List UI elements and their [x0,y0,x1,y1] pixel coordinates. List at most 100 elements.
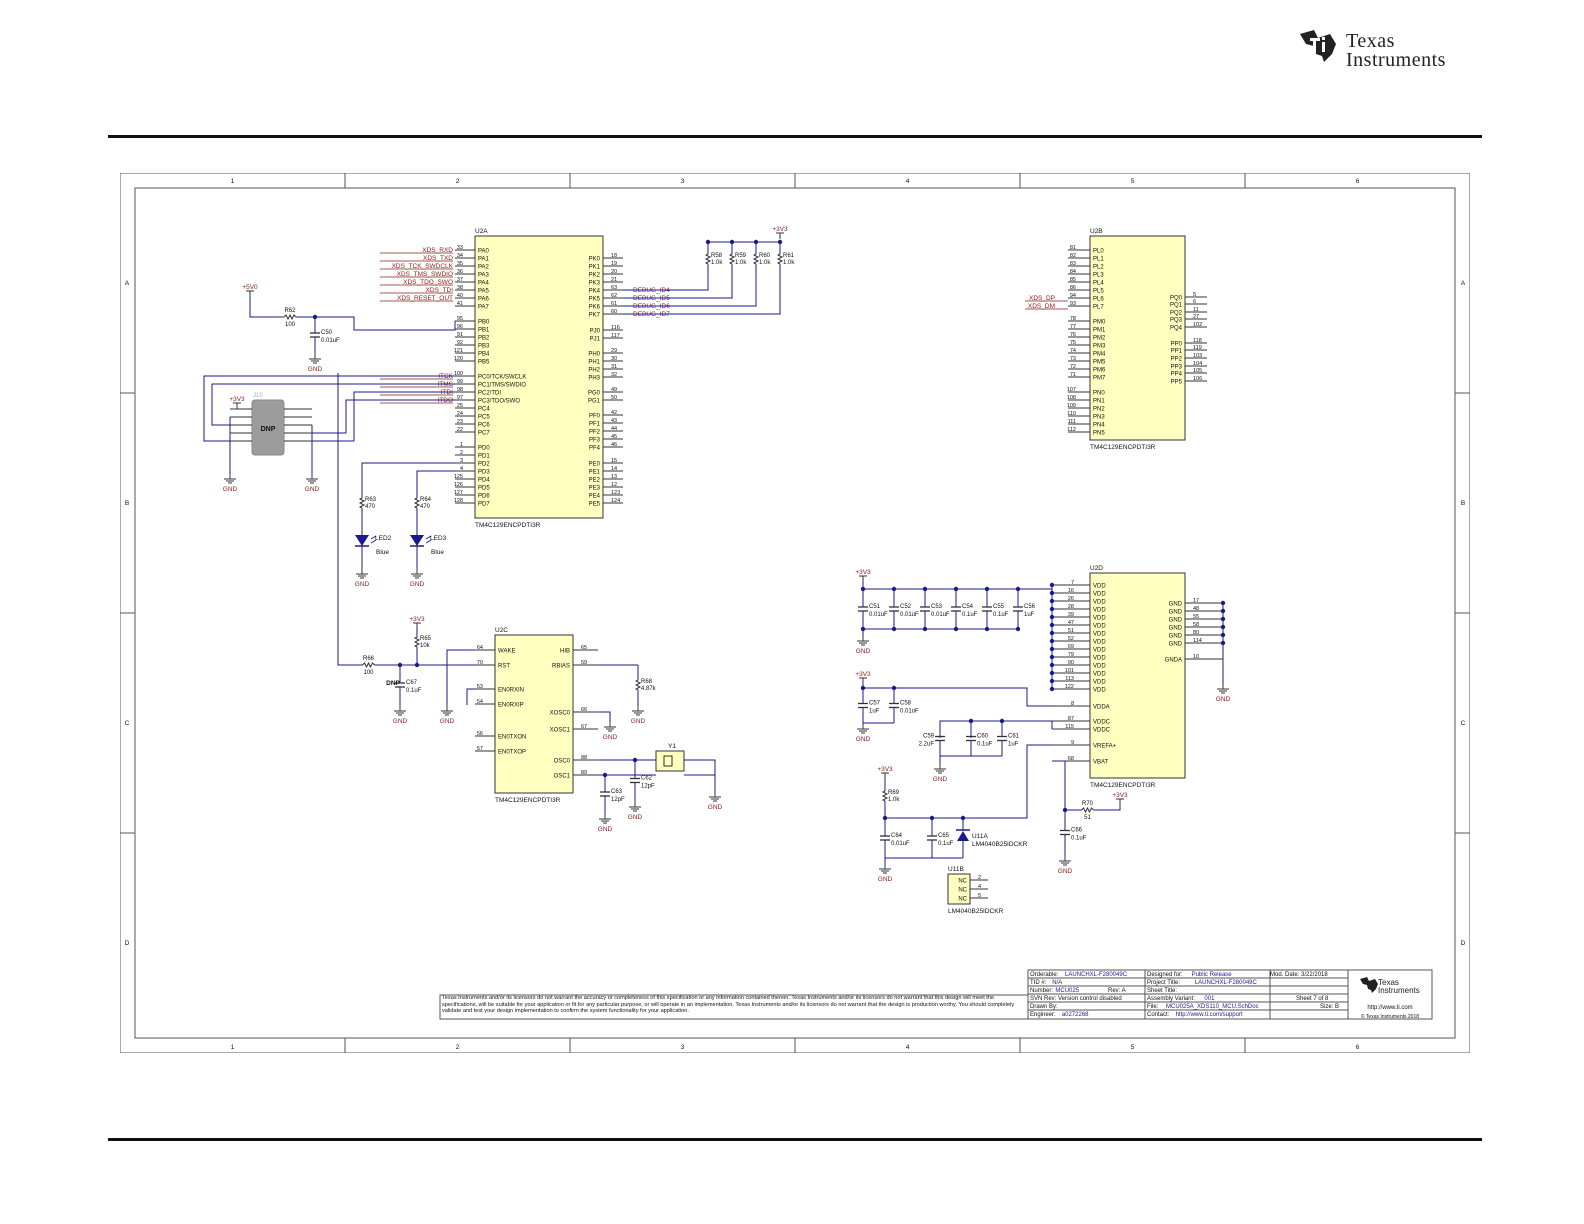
pin-name: PK5 [589,297,601,303]
pin-number: 4 [460,466,463,472]
pin-number: 43 [611,418,617,424]
pin-name: PJ1 [590,337,601,343]
pin-number: 52 [1068,636,1074,642]
wire [416,470,455,491]
pin-name: PD1 [478,454,490,460]
wire [203,375,455,442]
value-label: 1uF [1008,742,1019,748]
power-symbol: +3V3 [409,616,425,629]
chip-ref: U2B [1090,228,1103,235]
pin-name: VDD [1093,656,1106,662]
pin-number: 71 [1070,372,1076,378]
pin-name: PA4 [478,281,490,287]
pin-name: PD2 [478,462,490,468]
pin-name: PQ4 [1170,326,1183,332]
pin-number: 7 [1071,580,1074,586]
pin-name: PC6 [478,423,490,429]
pin-name: NC [958,879,967,885]
pin-number: 121 [454,348,463,354]
grid-col-bottom: 4 [906,1044,910,1051]
pin-number: 57 [477,746,483,752]
pin-number: 119 [1193,345,1202,351]
pin-number: 16 [1068,588,1074,594]
pin-number: 110 [1067,411,1076,417]
pin-number: 92 [457,340,463,346]
dnp-label: DNP [261,426,276,433]
ref-label: C56 [1024,604,1036,610]
pin-name: RST [498,664,510,670]
pin-number: 2 [978,875,981,881]
pin-number: 105 [1193,368,1202,374]
chip-part: TM4C129ENCPDTI3R [1090,782,1156,789]
value-label: 1uF [869,709,880,715]
pin-number: 98 [457,387,463,393]
pin-number: 69 [1068,644,1074,650]
pin-number: 26 [1068,596,1074,602]
pin-name: PE4 [589,494,601,500]
number-label: Number: [1030,988,1053,994]
pin-name: PP3 [1171,365,1183,371]
value-label: 1.0k [888,797,900,803]
chip-ref: U2A [475,228,488,235]
pin-name: PA3 [478,273,490,279]
pin-name: PB5 [478,360,490,366]
pin-number: 111 [1068,419,1076,425]
chip-body [1089,572,1186,779]
resistor-zigzag [881,790,889,802]
pin-number: 99 [457,379,463,385]
pin-name: PF3 [589,438,601,444]
disclaimer-fo: Texas Instruments and/or its licensors d… [442,995,1014,1014]
junction-dot [953,586,959,592]
chip-body [1089,235,1186,441]
value-label: 0.1uF [938,841,954,847]
pin-number: 60 [611,309,617,315]
designed-for-value: Public Release [1192,972,1233,978]
ground-symbol: GND [598,813,613,833]
pin-name: EN0RXIP [498,703,524,709]
pin-number: 61 [611,301,617,307]
pin-name: PA5 [478,289,490,295]
ground-symbol: GND [631,705,646,725]
chip-part: TM4C129ENCPDTI3R [1090,444,1156,451]
ref-label: C50 [321,330,333,336]
pin-name: PC4 [478,407,490,413]
pin-name: PM2 [1093,336,1106,342]
pin-number: 93 [1070,301,1076,307]
led-ray [425,539,432,544]
value-label: 0.01uF [321,338,340,344]
value-label: 0.1uF [993,612,1009,618]
pin-number: 125 [454,474,463,480]
orderable-label: Orderable: [1030,972,1059,978]
pin-number: 4 [978,884,981,890]
gnd-label: GND [1216,696,1231,703]
ref-label: R68 [641,679,653,685]
pin-name: PF4 [589,446,601,452]
pin-number: 62 [611,293,617,299]
wire [466,688,475,705]
pin-number: 35 [457,261,463,267]
value-label: 100 [363,670,374,676]
project-title-label: Project Title: [1147,980,1180,986]
ref-label: C59 [923,734,935,740]
pin-number: 44 [611,426,617,432]
ref-label: R69 [888,790,900,796]
gnd-label: GND [598,826,613,833]
pin-number: 79 [1068,652,1074,658]
grid-col-top: 6 [1356,178,1360,185]
chip-ref: U2C [495,627,508,634]
u2b-symbol: U2BTM4C129ENCPDTI3R81PL082PL183PL284PL38… [1025,228,1207,451]
pin-name: OSC0 [554,759,571,765]
grid-row-right: C [1461,720,1466,727]
wire [310,316,456,331]
pin-name: PM3 [1093,344,1106,350]
ground-symbol: GND [305,473,320,493]
